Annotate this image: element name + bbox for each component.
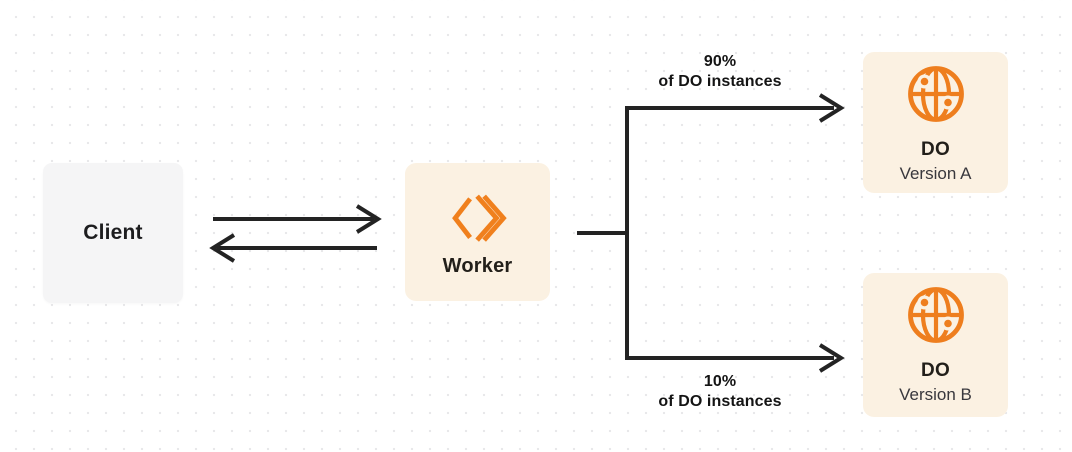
branch-label-10: 10% of DO instances xyxy=(610,372,830,412)
arrowhead-top xyxy=(818,93,845,123)
client-to-worker-arrow xyxy=(213,204,382,234)
branch-label-90: 90% of DO instances xyxy=(610,52,830,92)
do-b-title: DO xyxy=(920,360,951,381)
traffic-split-connector xyxy=(577,93,845,373)
worker-label: Worker xyxy=(442,255,513,277)
branch-percent-10: 10% xyxy=(703,373,737,390)
globe-icon xyxy=(906,64,966,124)
worker-to-client-arrow xyxy=(209,233,377,263)
do-a-subtitle: Version A xyxy=(899,164,972,183)
client-label: Client xyxy=(83,221,143,244)
client-node: Client xyxy=(43,163,183,303)
do-a-title: DO xyxy=(920,139,951,160)
do-version-a-node: DO Version A xyxy=(863,52,1008,193)
branch-percent-90: 90% xyxy=(703,53,737,70)
globe-icon xyxy=(906,285,966,345)
branch-caption-90: of DO instances xyxy=(658,73,782,90)
branch-caption-10: of DO instances xyxy=(658,393,782,410)
worker-node: Worker xyxy=(405,163,550,301)
workers-icon xyxy=(449,189,507,242)
do-b-subtitle: Version B xyxy=(899,385,972,404)
do-version-b-node: DO Version B xyxy=(863,273,1008,417)
arrowhead-bottom xyxy=(818,343,845,373)
